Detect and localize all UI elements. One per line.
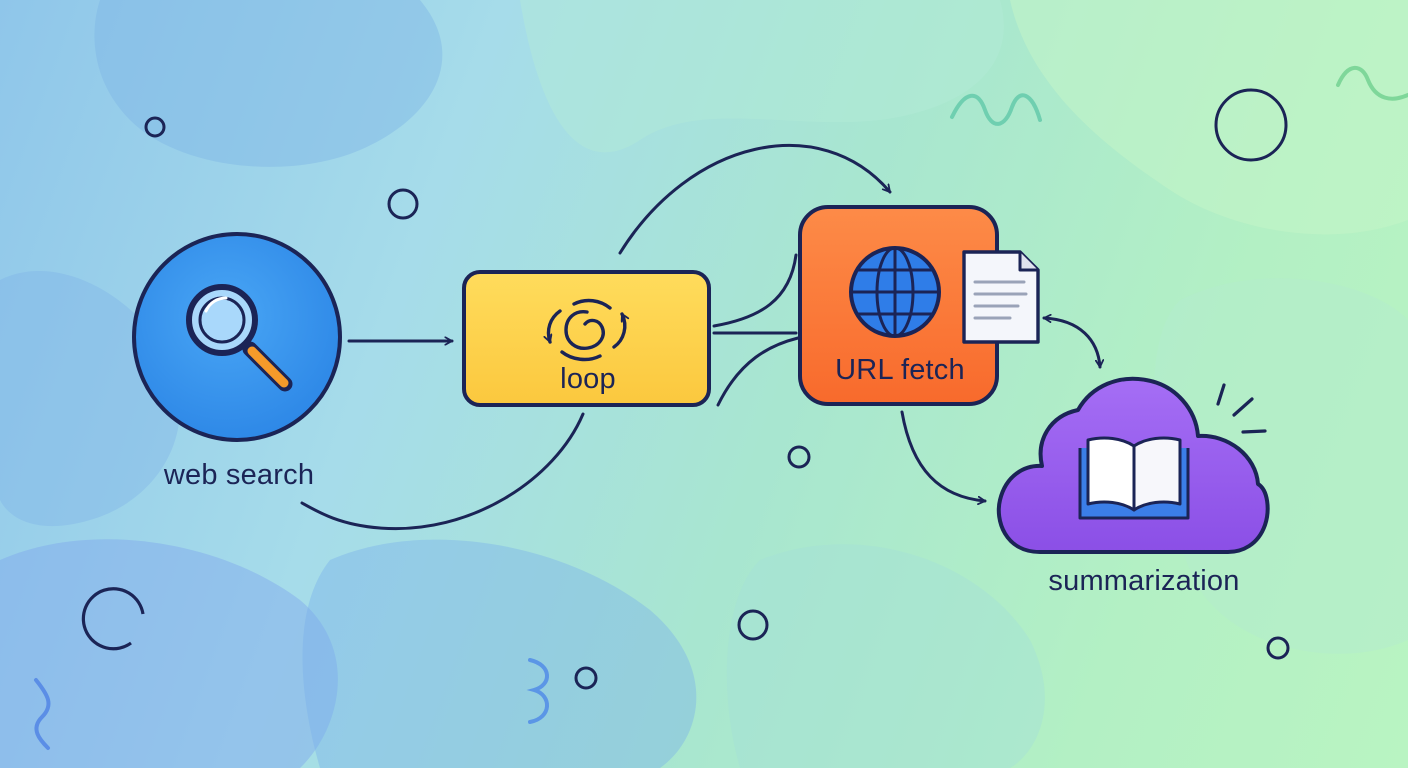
decor-ring (574, 666, 598, 690)
open-book-icon (1078, 436, 1190, 520)
loop-box (462, 270, 711, 407)
arrow-urlfetch-to-summarization (900, 410, 987, 501)
loop-label: loop (560, 363, 616, 395)
decor-ring (1214, 88, 1288, 162)
decor-ring (737, 609, 769, 641)
decor-ring (1266, 636, 1290, 660)
squiggle (34, 678, 51, 750)
decorations (81, 88, 1290, 690)
web-search-label: web search (163, 459, 315, 491)
globe-icon (849, 246, 941, 338)
background-blob (1010, 0, 1408, 235)
document-icon (962, 250, 1040, 344)
background-blob (520, 0, 1004, 153)
url-fetch-node[interactable] (798, 205, 999, 406)
squiggle (1336, 65, 1408, 101)
sparkle-icon (1216, 383, 1267, 434)
background-blob (0, 539, 338, 768)
loop-node[interactable] (462, 270, 711, 407)
connector-loop-to-search-return (300, 412, 585, 531)
arrow-loop-to-urlfetch-arc (618, 144, 892, 255)
background-blob (94, 0, 443, 167)
summarization-node[interactable] (996, 376, 1270, 554)
arrow-document-fetch (1042, 318, 1100, 369)
loop-cycle-icon (548, 298, 624, 362)
background-blob (726, 544, 1045, 768)
connectors (300, 144, 1100, 531)
background-blob (302, 539, 697, 768)
url-fetch-label: URL fetch (835, 354, 965, 386)
magnifier-icon (186, 284, 293, 392)
decor-ring (787, 445, 811, 469)
web-search-node[interactable] (132, 232, 342, 442)
decor-ring (144, 116, 166, 138)
squiggle (950, 93, 1042, 126)
decor-arc (81, 587, 145, 651)
squiggle (526, 658, 549, 724)
connector-loop-to-urlfetch-upper (712, 253, 798, 328)
connector-loop-to-urlfetch-lower (716, 336, 800, 407)
squiggles (34, 65, 1408, 750)
decor-ring (387, 188, 419, 220)
background-blob (1153, 278, 1408, 654)
summarization-label: summarization (1048, 565, 1240, 597)
